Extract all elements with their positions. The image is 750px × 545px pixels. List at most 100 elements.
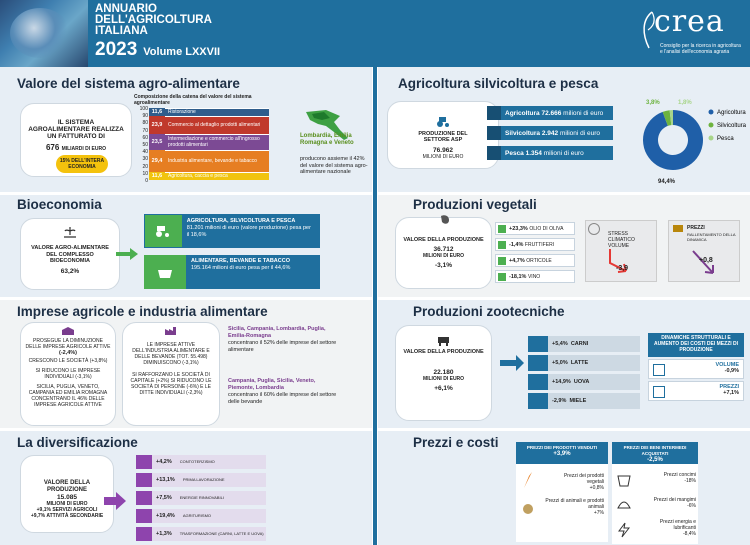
zootecniche-card-value: 22.180: [433, 369, 454, 376]
silvicoltura-row: Silvicoltura 2.942 milioni di euro: [487, 126, 613, 140]
segment-label: Agricoltura, caccia e pesca: [165, 171, 269, 180]
agricoltura-row-label: Agricoltura 72.666: [505, 109, 562, 117]
valore-badge: 15% DELL'INTERA ECONOMIA: [56, 155, 108, 173]
imprese-left-text-2: (-2,4%): [58, 350, 78, 356]
energy-icon: [618, 522, 631, 538]
diversificazione-row: +19,4%AGRITURISMO: [136, 509, 266, 523]
tractor-icon: [156, 226, 170, 237]
fertilizer-icon: [617, 475, 631, 487]
vegetali-row-value: -18,1%: [509, 273, 527, 280]
vegetali-row-value: +23,3%: [509, 225, 528, 232]
crea-logo: crea Consiglio per la ricerca in agricol…: [640, 4, 741, 58]
imprese-right1-regions: Sicilia, Campania, Lombardia, Puglia, Em…: [228, 326, 326, 339]
segment-label: Commercio al dettaglio prodotti alimenta…: [165, 116, 269, 134]
diversificazione-card-text: VALORE DELLA PRODUZIONE: [43, 480, 91, 493]
vegetali-rows: +23,3% OLIO DI OLIVA -1,4% FRUTTIFERI +4…: [495, 222, 575, 283]
diversificazione-row-value: +1,3%: [156, 531, 172, 537]
agricoltura-donut-chart: 94,4%3,8%1,8%AgricolturaSilvicolturaPesc…: [643, 100, 747, 184]
donut-slice-silvicoltura: [662, 110, 672, 126]
agricoltura-title: Agricoltura silvicoltura e pesca: [398, 76, 599, 91]
prezzi-value: +7,1%: [723, 390, 739, 396]
plant-hand-icon: [64, 227, 76, 238]
bioeconomia-card: VALORE AGRO-ALIMENTARE DEL COMPLESSO BIO…: [20, 218, 120, 290]
prezzi-col2-row-value: -8,4%: [682, 531, 696, 537]
agricoltura-card-unit: MILIONI DI EURO: [422, 154, 464, 160]
vegetali-card-text: VALORE DELLA PRODUZIONE: [403, 237, 484, 243]
logo-word: crea: [654, 4, 725, 39]
vegetali-row-label: ORTICOLE: [526, 257, 552, 264]
vegetali-card-change: -3,1%: [435, 262, 452, 269]
logo-subtitle: Consiglio per la ricerca in agricoltura …: [660, 43, 741, 55]
prezzi-title: Prezzi e costi: [413, 435, 499, 450]
prezzi-col1-row-label: Prezzi di animali e prodotti animali: [545, 498, 604, 510]
diversificazione-row-value: +4,2%: [156, 459, 172, 465]
bioeconomia-box-2: ALIMENTARE, BEVANDE E TABACCO 195.164 mi…: [144, 255, 320, 289]
prezzi-row: PREZZI+7,1%: [648, 381, 744, 401]
valore-card-unit: MILIARDI DI EURO: [61, 146, 107, 152]
bottle-icon: [136, 527, 152, 541]
italy-map-icon: [306, 110, 348, 140]
imprese-left-text-4: SI RIDUCONO LE IMPRESE INDIVIDUALI (-3,1…: [35, 368, 101, 380]
factory-icon: [165, 327, 176, 335]
price-tag-icon: [673, 225, 683, 232]
barn-icon: [62, 327, 74, 335]
leaf-icon: [487, 106, 501, 120]
volume-value: -0,9%: [724, 368, 739, 374]
valore-chart-title: Composizione della catena del valore del…: [134, 94, 252, 106]
axis-tick: 50: [142, 142, 148, 148]
chicken-icon: [523, 504, 533, 514]
prezzi-col1-row-value: +7%: [593, 510, 604, 516]
axis-tick: 60: [142, 134, 148, 141]
cow-icon: [437, 337, 449, 346]
vegetali-card: VALORE DELLA PRODUZIONE 36.712 MILIONI D…: [395, 217, 492, 289]
pesca-row-label: Pesca 1.354: [505, 149, 542, 157]
leaf-logo-icon: [643, 11, 655, 49]
vegetali-row-label: OLIO DI OLIVA: [529, 225, 564, 232]
bioeconomia-box1-text: 81.201 milioni di euro (valore produzion…: [186, 225, 311, 238]
diversificazione-row-label: TRASFORMAZIONE (CARNI, LATTE E UOVA): [179, 531, 264, 536]
feed-icon: [617, 501, 631, 509]
header-banner: [0, 0, 750, 67]
legend-label: Pesca: [717, 136, 734, 142]
arrow-down-icon: [609, 249, 627, 273]
valore-title: Valore del sistema agro-alimentare: [17, 76, 240, 91]
vegetali-row-label: FRUTTIFERI: [524, 241, 555, 248]
prezzi-label: PREZZI: [719, 384, 739, 390]
imprese-right1-text: concentrano il 52% delle imprese del set…: [228, 340, 337, 353]
diversificazione-row-value: +7,5%: [156, 495, 172, 501]
agricoltura-rows: Agricoltura 72.666 milioni di euro Silvi…: [487, 106, 613, 164]
imprese-left-text-5: SICILIA, PUGLIA, VENETO, CAMPANIA ED EMI…: [28, 384, 108, 408]
arrow-right-icon: [104, 492, 126, 510]
vegetali-card-value: 36.712: [433, 246, 454, 253]
valore-card-value: 676: [45, 143, 60, 152]
zootecniche-row: +14,9% UOVA: [528, 374, 640, 390]
wind-turbine-icon: [136, 491, 152, 505]
axis-tick: 40: [142, 149, 148, 156]
segment-value: 29,4: [149, 150, 165, 172]
basket-icon: [158, 270, 172, 278]
prezzi-col1-value: +3,9%: [553, 451, 571, 457]
prezzi-col2-title: PREZZI DEI BENI INTERMEDI ACQUISTATI: [623, 445, 687, 456]
prezzi-sub: RALLENTAMENTO DELLA DINAMICA: [687, 232, 736, 242]
vegetali-card-unit: MILIONI DI EURO: [422, 253, 465, 259]
zootecniche-row-value: +14,9%: [552, 379, 571, 385]
arrow-right-icon: [116, 248, 138, 260]
chicken-icon: [528, 336, 548, 352]
prezzi-col1-row-label: Prezzi dei prodotti vegetali: [563, 473, 604, 485]
silvicoltura-row-unit: milioni di euro: [559, 129, 601, 137]
arrow-right-icon: [500, 355, 524, 371]
zootecniche-card-unit: MILIONI DI EURO: [422, 376, 465, 382]
imprese-left-text-1: PROSEGUE LA DIMINUZIONE DELLE IMPRESE AG…: [25, 338, 111, 350]
imprese-right2-text: concentrano il 60% delle imprese del set…: [228, 392, 337, 405]
prezzi-col2-row-value: -6%: [687, 503, 696, 509]
axis-tick: 100: [139, 106, 148, 112]
prezzi-label: PREZZI: [687, 225, 705, 231]
fruit-icon: [498, 240, 506, 249]
donut-slice-pesca: [669, 110, 673, 126]
pesca-row-unit: milioni di euro: [543, 149, 584, 157]
pepper-icon: [441, 215, 449, 224]
zootecniche-row: +5,0% LATTE: [528, 355, 640, 371]
